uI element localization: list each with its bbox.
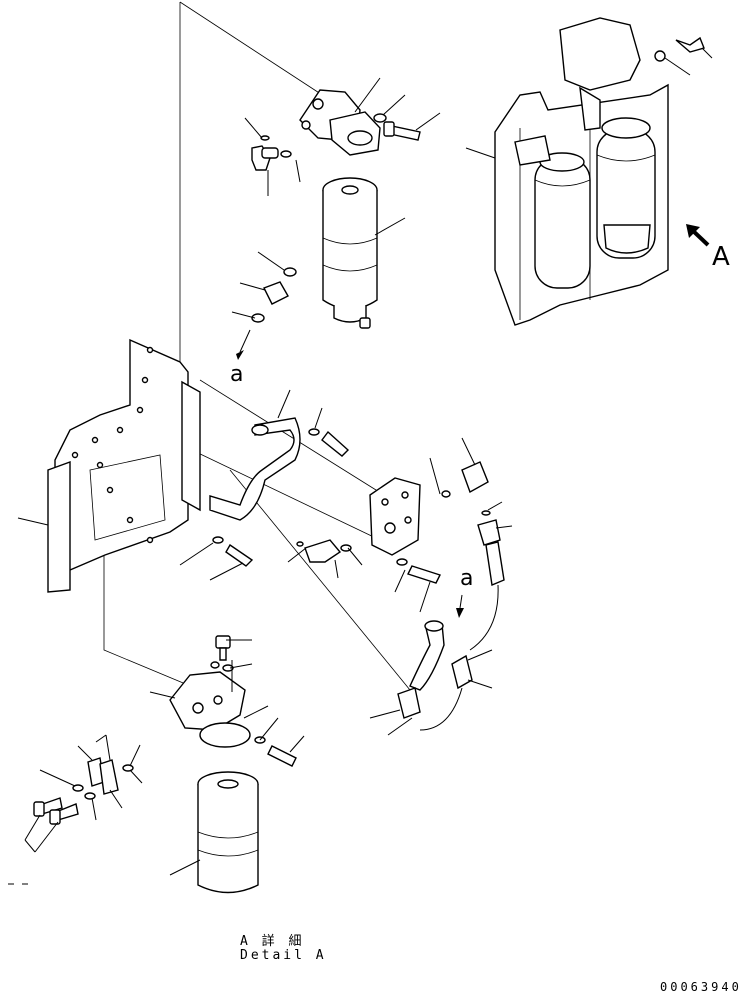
upper-small-fittings (236, 267, 297, 360)
leaders-lower (8, 389, 513, 885)
upper-elbow-fitting (251, 135, 292, 171)
lower-fittings-left (33, 736, 297, 825)
middle-bolts (212, 428, 441, 584)
upper-filter-cartridge (322, 177, 378, 329)
upper-filter-head (299, 89, 381, 156)
view-label: A (712, 242, 730, 272)
leaders-overview (465, 47, 713, 159)
right-elbow-and-hose (397, 461, 505, 731)
middle-elbow-fitting (296, 539, 352, 563)
detail-caption-en: Detail A (240, 948, 327, 963)
lower-filter-cartridge (197, 771, 259, 894)
phantom-lines (103, 1, 411, 691)
mounting-bracket (47, 338, 201, 593)
drawing-code: 00063940 (660, 980, 741, 994)
leaders-upper (231, 77, 441, 319)
upper-bolt (373, 113, 421, 141)
lower-filter-head (169, 635, 251, 748)
middle-filter-head (369, 477, 421, 556)
view-arrow (686, 224, 710, 247)
connection-mark-upper: a (230, 362, 244, 387)
assembly-overview (494, 17, 705, 326)
connection-mark-lower: a (460, 566, 474, 591)
detail-caption-jp: A 詳 細 (240, 934, 305, 949)
fuel-tube (209, 417, 301, 521)
